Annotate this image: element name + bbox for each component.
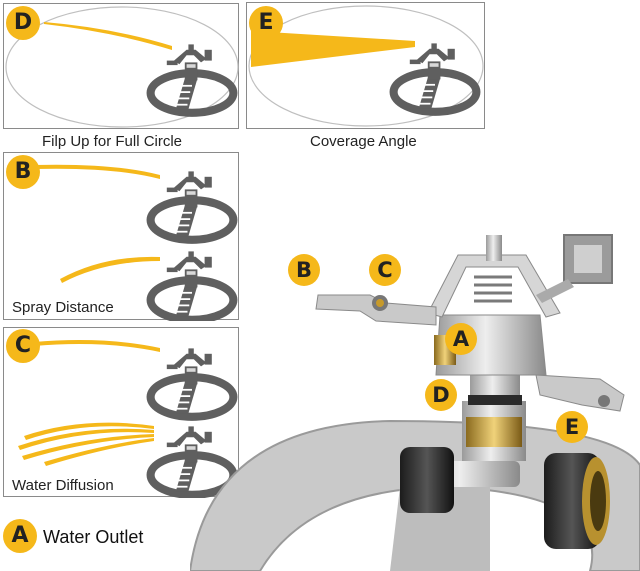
badge-b: B xyxy=(6,155,40,189)
legend-badge-a: A xyxy=(3,519,37,553)
legend-water-outlet: Water Outlet xyxy=(43,527,144,547)
water-diffusion-illustration xyxy=(18,340,240,498)
badge-d: D xyxy=(6,6,40,40)
panel-water-diffusion: C Water Diffusion xyxy=(3,327,239,497)
caption-coverage-angle: Coverage Angle xyxy=(310,133,417,150)
coverage-angle-illustration xyxy=(248,5,484,127)
badge-e: E xyxy=(249,6,283,40)
callout-c: C xyxy=(369,254,401,286)
callout-e: E xyxy=(556,411,588,443)
callout-b: B xyxy=(288,254,320,286)
callout-d: D xyxy=(425,379,457,411)
caption-spray-distance: Spray Distance xyxy=(12,299,114,316)
caption-full-circle: Filp Up for Full Circle xyxy=(42,133,183,150)
sprinkler-product-image xyxy=(190,234,640,571)
panel-coverage-angle: E xyxy=(246,2,485,129)
caption-water-diffusion: Water Diffusion xyxy=(12,477,114,494)
full-circle-illustration xyxy=(5,6,239,128)
callout-a: A xyxy=(445,323,477,355)
panel-full-circle: D xyxy=(3,3,239,129)
badge-c: C xyxy=(6,329,40,363)
spray-distance-illustration xyxy=(34,164,240,321)
panel-spray-distance: B Spray Distance xyxy=(3,152,239,320)
